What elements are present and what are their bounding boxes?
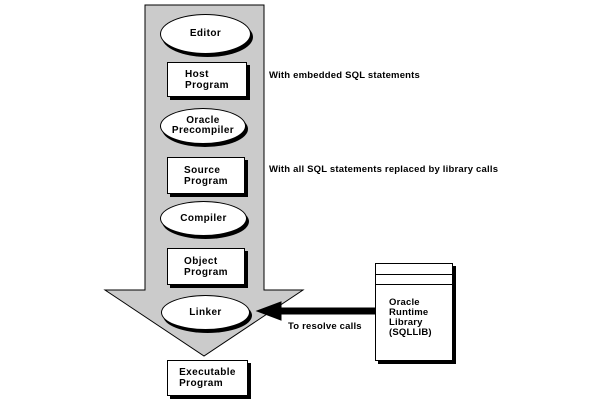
executable-program-node: Executable Program xyxy=(167,360,248,396)
annotation-library-calls: With all SQL statements replaced by libr… xyxy=(269,164,499,175)
object-program-label: Object Program xyxy=(184,255,228,278)
source-program-node: Source Program xyxy=(167,157,245,194)
oracle-precompiler-node: Oracle Precompiler xyxy=(160,108,246,144)
compiler-node: Compiler xyxy=(160,201,247,236)
annotation-resolve-calls: To resolve calls xyxy=(288,321,362,332)
oracle-runtime-library-label: Oracle Runtime Library (SQLLIB) xyxy=(389,297,432,338)
linker-node: Linker xyxy=(161,295,250,330)
host-program-label: Host Program xyxy=(185,68,229,91)
library-band-top xyxy=(376,264,452,275)
compiler-label: Compiler xyxy=(180,212,227,224)
linker-label: Linker xyxy=(189,306,222,318)
annotation-embedded-sql: With embedded SQL statements xyxy=(269,70,421,81)
oracle-precompiler-label: Oracle Precompiler xyxy=(171,115,235,136)
oracle-runtime-library-node: Oracle Runtime Library (SQLLIB) xyxy=(375,263,453,361)
source-program-label: Source Program xyxy=(184,164,228,187)
editor-node: Editor xyxy=(160,14,251,54)
editor-label: Editor xyxy=(189,28,222,39)
executable-program-label: Executable Program xyxy=(179,367,236,389)
object-program-node: Object Program xyxy=(167,248,245,285)
host-program-node: Host Program xyxy=(167,62,247,97)
library-band-bottom xyxy=(376,275,452,285)
resolve-calls-arrow-icon xyxy=(255,301,376,321)
